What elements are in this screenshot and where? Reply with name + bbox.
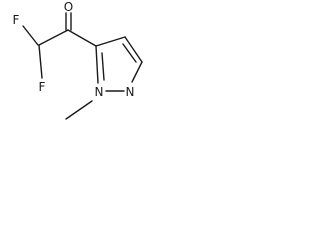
bond-n1-methyl [65, 100, 93, 120]
bond-fluorine-top-carbon [22, 25, 39, 46]
bond-carbonyl-ring [67, 29, 97, 47]
bond-ring-c4-c3-inner [122, 43, 137, 63]
atom-fluorine-top: F [13, 13, 20, 27]
bond-ring-c3-n2 [131, 61, 143, 83]
bond-ring-c4-c3 [124, 36, 143, 63]
atom-fluorine-bottom: F [39, 80, 46, 94]
chemical-structure-diagram: O F F N N [13, 0, 143, 120]
bond-ring-c5-n1-inner [101, 52, 105, 81]
atom-oxygen: O [64, 0, 73, 14]
bond-ring-n1-c5 [95, 45, 99, 84]
atom-nitrogen-methyl: N [95, 85, 104, 99]
bond-carbon-fluorine-bottom [38, 44, 43, 79]
bond-layer [22, 12, 143, 120]
atom-nitrogen-ring: N [126, 85, 135, 99]
bond-chf2-carbonyl [38, 29, 69, 46]
bond-ring-c5-c4 [95, 36, 126, 47]
atom-label-layer: O F F N N [13, 0, 135, 99]
